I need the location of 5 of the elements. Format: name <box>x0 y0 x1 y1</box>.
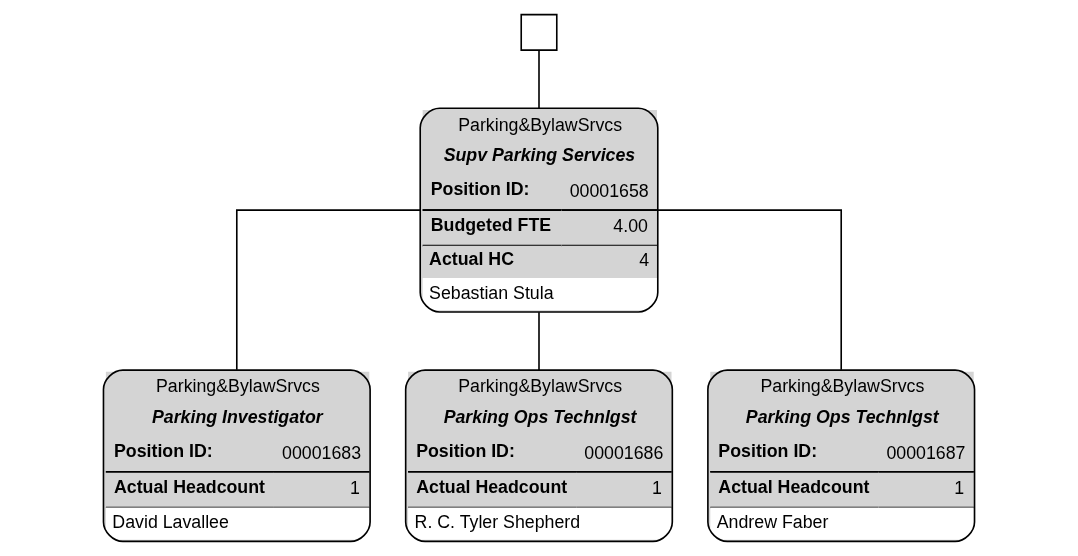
connector <box>236 209 421 371</box>
connector <box>538 311 540 371</box>
node-box <box>520 13 558 51</box>
connector <box>538 49 540 110</box>
connector <box>657 209 842 371</box>
